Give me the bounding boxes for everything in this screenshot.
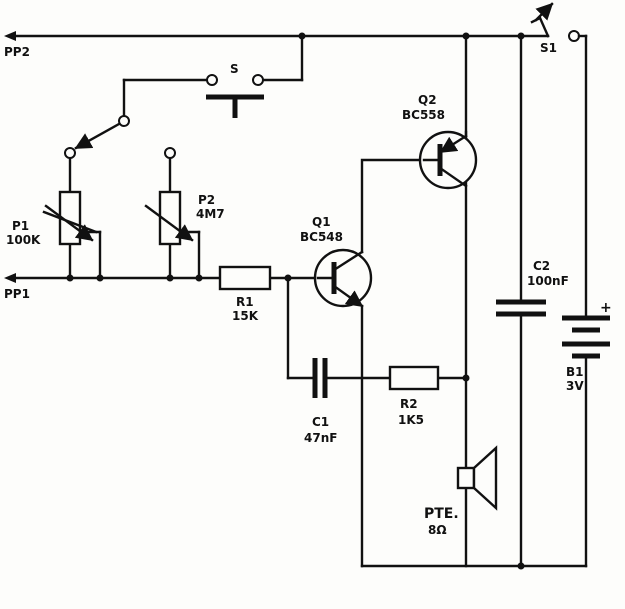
pte-name: PTE. [424, 506, 459, 522]
p1-value: 100K [6, 233, 41, 247]
battery-plus: + [600, 300, 612, 316]
capacitor-c2 [496, 299, 546, 317]
junction-dot [462, 32, 470, 40]
switch-s1 [530, 2, 588, 42]
potentiometer-p1 [42, 190, 102, 246]
q2-name: Q2 [418, 93, 437, 107]
q1-collector-to-q2-base [360, 158, 426, 254]
junction-dot [517, 562, 525, 570]
p1-name: P1 [12, 219, 29, 233]
c2-name: C2 [533, 259, 550, 273]
p2-name: P2 [198, 193, 215, 207]
junctions [66, 32, 525, 570]
q1-name: Q1 [312, 215, 331, 229]
junction-dot [166, 274, 174, 282]
potentiometer-p2 [144, 190, 201, 246]
q2-value: BC558 [402, 108, 445, 122]
transistor-q2 [418, 130, 478, 190]
c1-name: C1 [312, 415, 329, 429]
speaker-pte [456, 445, 498, 511]
junction-dot [298, 32, 306, 40]
b1-value: 3V [566, 379, 584, 393]
r1-name: R1 [236, 295, 254, 309]
junction-dot [284, 274, 292, 282]
junction-dot [517, 32, 525, 40]
junction-dot [66, 274, 74, 282]
junction-dot [96, 274, 104, 282]
s1-label: S1 [540, 41, 557, 55]
junction-dot [462, 374, 470, 382]
r2-name: R2 [400, 397, 418, 411]
resistor-r2 [388, 365, 440, 391]
r2-value: 1K5 [398, 413, 424, 427]
pte-value: 8Ω [428, 523, 447, 537]
pp2-label: PP2 [4, 45, 30, 59]
pushbutton-s [206, 74, 264, 118]
c2-value: 100nF [527, 274, 569, 288]
r1-value: 15K [232, 309, 259, 323]
q1-value: BC548 [300, 230, 343, 244]
transistor-q1 [313, 248, 373, 308]
s-label: S [230, 62, 239, 76]
battery-b1 [562, 315, 610, 359]
resistor-r1 [218, 265, 272, 291]
selector-switch [64, 115, 176, 159]
pp1-arrow-icon [4, 273, 16, 283]
pp1-label: PP1 [4, 287, 30, 301]
b1-name: B1 [566, 365, 584, 379]
c1-value: 47nF [304, 431, 337, 445]
p2-value: 4M7 [196, 207, 225, 221]
pp2-arrow-icon [4, 31, 16, 41]
labels: PP2 PP1 S S1 P1 100K P2 4M7 R1 15K Q1 BC… [4, 41, 612, 537]
capacitor-c1 [312, 358, 328, 398]
junction-dot [195, 274, 203, 282]
wiring [10, 34, 588, 568]
